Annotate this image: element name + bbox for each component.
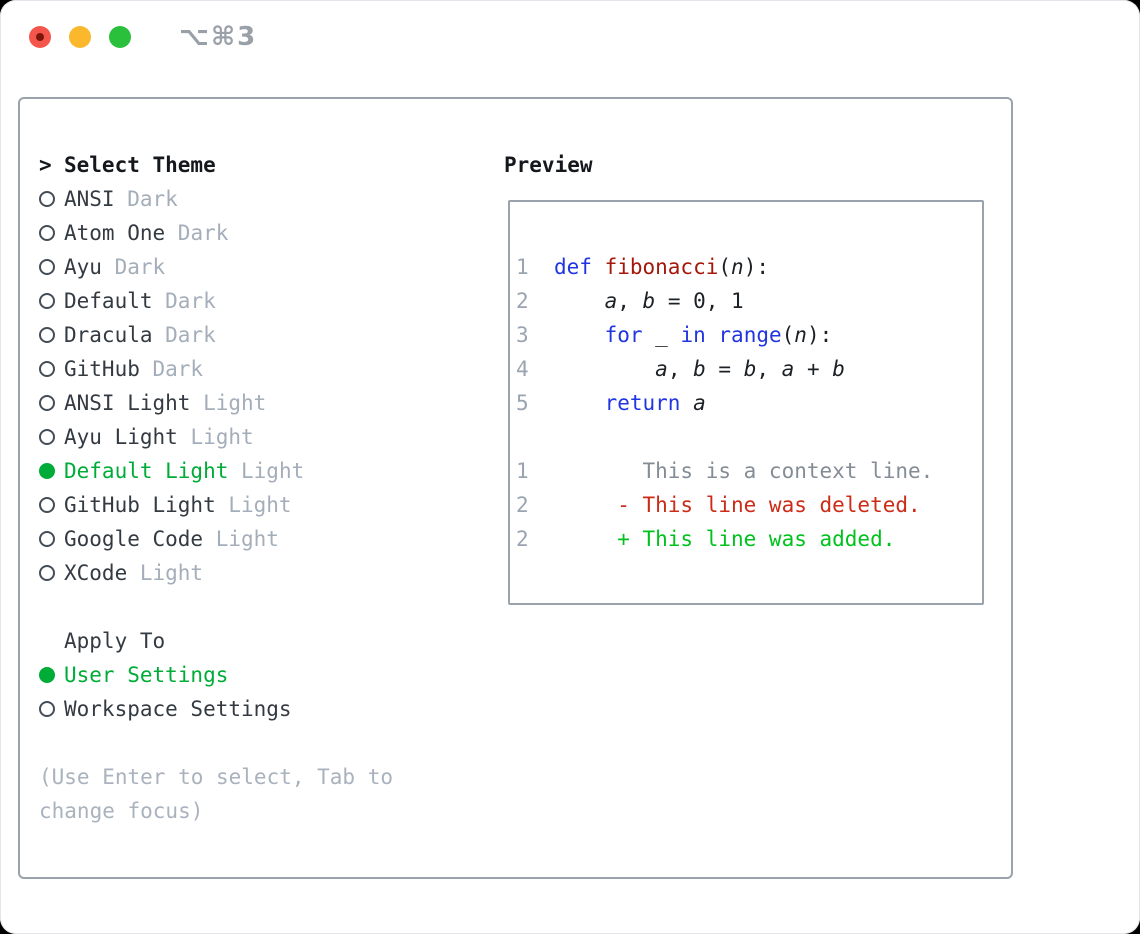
radio-icon [39, 293, 64, 309]
line-number: 1 [516, 459, 529, 483]
radio-icon [39, 531, 64, 547]
code-line: 5 return a [516, 391, 706, 415]
radio-icon [39, 395, 64, 411]
theme-option[interactable]: Ayu Light Light [39, 420, 489, 454]
spacer-row [39, 726, 489, 760]
spacer-row [39, 590, 489, 624]
theme-name: XCode [64, 561, 128, 585]
theme-option[interactable]: Ayu Dark [39, 250, 489, 284]
theme-option[interactable]: Default Light Light [39, 454, 489, 488]
theme-option[interactable]: Google Code Light [39, 522, 489, 556]
radio-icon [39, 497, 64, 513]
apply-to-label: Apply To [64, 629, 166, 653]
theme-variant: Dark [152, 323, 216, 347]
theme-option[interactable]: ANSI Dark [39, 182, 489, 216]
theme-option[interactable]: Dracula Dark [39, 318, 489, 352]
radio-icon [39, 429, 64, 445]
theme-name: GitHub [64, 357, 140, 381]
code-line: 4 a, b = b, a + b [516, 357, 845, 381]
theme-name: Atom One [64, 221, 166, 245]
theme-name: ANSI Light [64, 391, 191, 415]
theme-option[interactable]: GitHub Light Light [39, 488, 489, 522]
radio-icon [39, 565, 64, 581]
select-theme-label: Select Theme [64, 153, 216, 177]
radio-icon [39, 225, 64, 241]
theme-variant: Dark [101, 255, 166, 279]
radio-icon [39, 701, 64, 717]
theme-variant: Dark [114, 187, 178, 211]
theme-variant: Light [228, 459, 305, 483]
radio-selected-icon [39, 667, 64, 683]
traffic-light-yellow-icon[interactable] [69, 26, 91, 48]
theme-name: Default Light [64, 459, 229, 483]
line-number: 2 [516, 493, 529, 517]
theme-variant: Light [190, 391, 267, 415]
code-line [516, 420, 982, 454]
line-number: 1 [516, 255, 529, 279]
line-number: 5 [516, 391, 529, 415]
theme-option[interactable]: ANSI Light Light [39, 386, 489, 420]
radio-selected-icon [39, 463, 64, 479]
line-number: 4 [516, 357, 529, 381]
traffic-light-green-icon[interactable] [109, 26, 131, 48]
theme-name: GitHub Light [64, 493, 216, 517]
radio-icon [39, 327, 64, 343]
line-number: 2 [516, 289, 529, 313]
apply-to-option[interactable]: User Settings [39, 658, 489, 692]
line-number: 2 [516, 527, 529, 551]
theme-name: Dracula [64, 323, 153, 347]
apply-to-option-label: Workspace Settings [64, 697, 292, 721]
theme-option[interactable]: Atom One Dark [39, 216, 489, 250]
apply-to-header: Apply To [39, 624, 489, 658]
focus-caret-icon: > [39, 153, 52, 177]
preview-label: Preview [504, 153, 593, 177]
apply-to-option[interactable]: Workspace Settings [39, 692, 489, 726]
theme-variant: Dark [139, 357, 204, 381]
window-title: ⌥⌘3 [179, 22, 258, 52]
theme-option[interactable]: GitHub Dark [39, 352, 489, 386]
theme-option[interactable]: Default Dark [39, 284, 489, 318]
code-line: 2 a, b = 0, 1 [516, 289, 744, 313]
select-theme-header: > Select Theme [39, 148, 489, 182]
line-number: 3 [516, 323, 529, 347]
theme-name: Ayu Light [64, 425, 178, 449]
traffic-light-red-icon[interactable] [29, 26, 51, 48]
code-line: 1 This is a context line. [516, 459, 934, 483]
radio-icon [39, 191, 64, 207]
code-line: 3 for _ in range(n): [516, 323, 833, 347]
theme-variant: Light [215, 493, 292, 517]
theme-variant: Light [203, 527, 279, 551]
theme-option[interactable]: XCode Light [39, 556, 489, 590]
theme-name: Default [64, 289, 153, 313]
theme-name: Google Code [64, 527, 204, 551]
apply-to-option-label: User Settings [64, 663, 229, 687]
hint-text: (Use Enter to select, Tab to change focu… [39, 765, 394, 823]
theme-variant: Light [177, 425, 254, 449]
theme-name: ANSI [64, 187, 115, 211]
code-line: 2 + This line was added. [516, 527, 896, 551]
titlebar: ⌥⌘3 [29, 22, 258, 52]
theme-variant: Dark [165, 221, 229, 245]
radio-icon [39, 361, 64, 377]
theme-variant: Light [127, 561, 204, 585]
theme-name: Ayu [64, 255, 102, 279]
theme-variant: Dark [152, 289, 216, 313]
code-line: 2 - This line was deleted. [516, 493, 921, 517]
radio-icon [39, 259, 64, 275]
